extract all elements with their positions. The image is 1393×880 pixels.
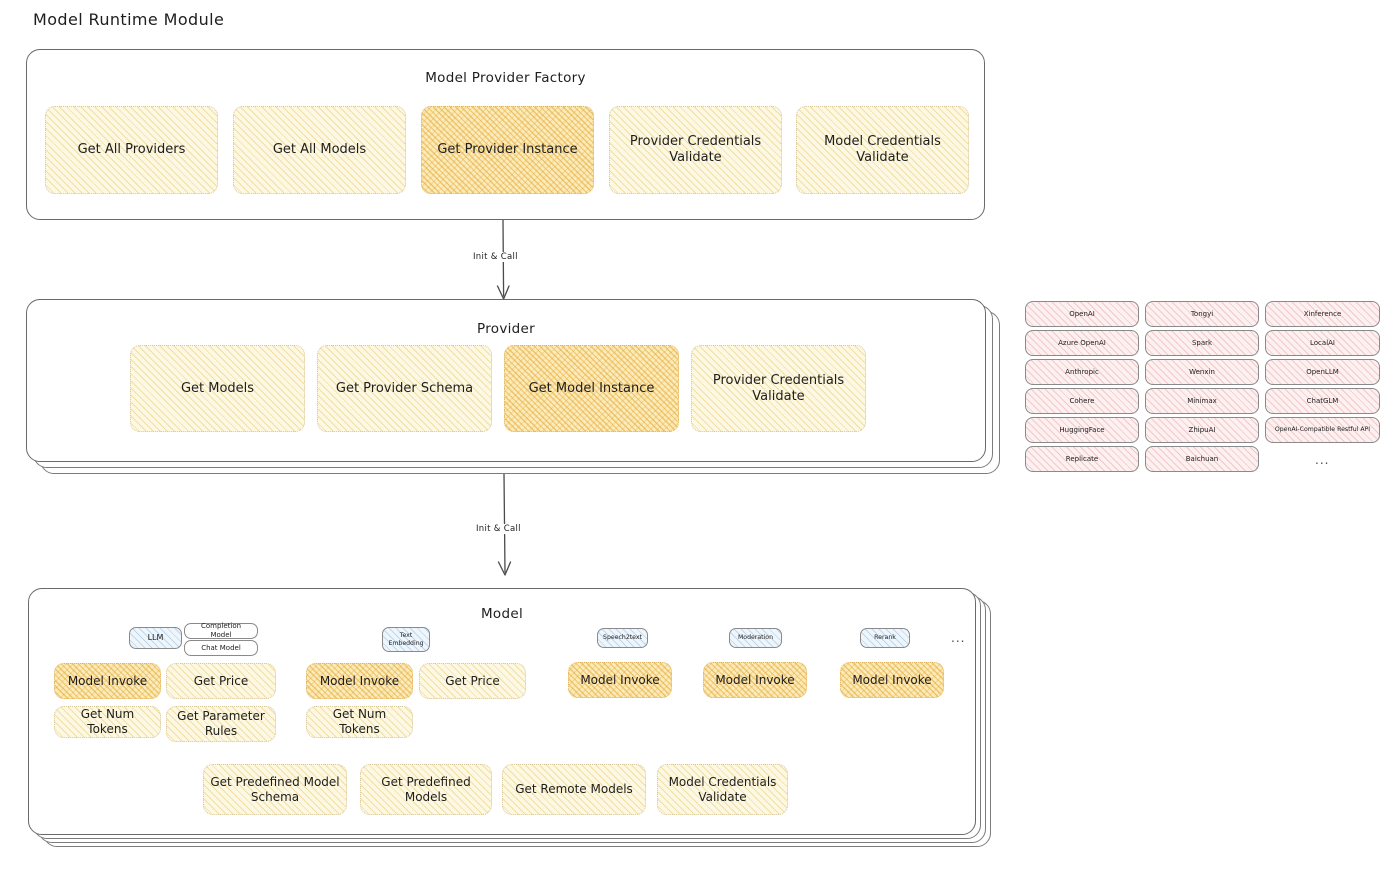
- provider-chip-localai[interactable]: LocalAI: [1265, 330, 1380, 356]
- model-types-more: ...: [951, 631, 966, 645]
- node-text-embedding-model-invoke[interactable]: Model Invoke: [306, 663, 413, 699]
- provider-chip-openai-compatible-restful-api[interactable]: OpenAI-Compatible Restful API: [1265, 417, 1380, 443]
- provider-chip-minimax[interactable]: Minimax: [1145, 388, 1259, 414]
- arrow-label-init-call-2: Init & Call: [473, 524, 524, 534]
- model-badge-moderation[interactable]: Moderation: [729, 628, 782, 648]
- provider-chip-replicate[interactable]: Replicate: [1025, 446, 1139, 472]
- node-llm-get-num-tokens[interactable]: Get Num Tokens: [54, 706, 161, 738]
- provider-chip-huggingface[interactable]: HuggingFace: [1025, 417, 1139, 443]
- node-get-remote-models[interactable]: Get Remote Models: [502, 764, 646, 815]
- node-text-embedding-get-price[interactable]: Get Price: [419, 663, 526, 699]
- arrow-label-init-call-1: Init & Call: [470, 252, 521, 262]
- node-model-credentials-validate[interactable]: Model Credentials Validate: [796, 106, 969, 194]
- model-title: Model: [480, 606, 524, 622]
- provider-chip-anthropic[interactable]: Anthropic: [1025, 359, 1139, 385]
- provider-chip-openllm[interactable]: OpenLLM: [1265, 359, 1380, 385]
- model-sub-badge-chat-model[interactable]: Chat Model: [184, 640, 258, 656]
- node-get-all-providers[interactable]: Get All Providers: [45, 106, 218, 194]
- provider-chip-openai[interactable]: OpenAI: [1025, 301, 1139, 327]
- provider-chip-wenxin[interactable]: Wenxin: [1145, 359, 1259, 385]
- node-provider-credentials-validate-2[interactable]: Provider Credentials Validate: [691, 345, 866, 432]
- node-get-all-models[interactable]: Get All Models: [233, 106, 406, 194]
- node-model-credentials-validate-2[interactable]: Model Credentials Validate: [657, 764, 788, 815]
- provider-chip-tongyi[interactable]: Tongyi: [1145, 301, 1259, 327]
- provider-chip-spark[interactable]: Spark: [1145, 330, 1259, 356]
- provider-chip-azure-openai[interactable]: Azure OpenAI: [1025, 330, 1139, 356]
- node-text-embedding-get-num-tokens[interactable]: Get Num Tokens: [306, 706, 413, 738]
- arrow-factory-to-provider: [496, 220, 510, 300]
- node-moderation-model-invoke[interactable]: Model Invoke: [703, 662, 807, 698]
- provider-chip-zhipuai[interactable]: ZhipuAI: [1145, 417, 1259, 443]
- model-provider-factory-title: Model Provider Factory: [425, 70, 586, 86]
- provider-list: OpenAI Azure OpenAI Anthropic Cohere Hug…: [1025, 301, 1380, 476]
- node-speech2text-model-invoke[interactable]: Model Invoke: [568, 662, 672, 698]
- node-get-model-instance[interactable]: Get Model Instance: [504, 345, 679, 432]
- node-get-provider-schema[interactable]: Get Provider Schema: [317, 345, 492, 432]
- node-llm-get-parameter-rules[interactable]: Get Parameter Rules: [166, 706, 276, 742]
- node-rerank-model-invoke[interactable]: Model Invoke: [840, 662, 944, 698]
- node-provider-credentials-validate[interactable]: Provider Credentials Validate: [609, 106, 782, 194]
- node-get-models[interactable]: Get Models: [130, 345, 305, 432]
- provider-chip-chatglm[interactable]: ChatGLM: [1265, 388, 1380, 414]
- node-llm-model-invoke[interactable]: Model Invoke: [54, 663, 161, 699]
- provider-list-more: ...: [1315, 453, 1330, 467]
- provider-chip-cohere[interactable]: Cohere: [1025, 388, 1139, 414]
- node-get-predefined-model-schema[interactable]: Get Predefined Model Schema: [203, 764, 347, 815]
- node-llm-get-price[interactable]: Get Price: [166, 663, 276, 699]
- model-sub-badge-completion-model[interactable]: Completion Model: [184, 622, 258, 639]
- model-badge-llm[interactable]: LLM: [129, 627, 182, 649]
- node-get-provider-instance[interactable]: Get Provider Instance: [421, 106, 594, 194]
- arrow-provider-to-model: [497, 474, 512, 576]
- model-badge-speech2text[interactable]: Speech2text: [597, 628, 648, 648]
- provider-chip-baichuan[interactable]: Baichuan: [1145, 446, 1259, 472]
- model-badge-rerank[interactable]: Rerank: [860, 628, 910, 648]
- model-badge-text-embedding[interactable]: Text Embedding: [382, 627, 430, 652]
- provider-title: Provider: [477, 321, 535, 337]
- page-title: Model Runtime Module: [33, 10, 225, 29]
- provider-chip-xinference[interactable]: Xinference: [1265, 301, 1380, 327]
- node-get-predefined-models[interactable]: Get Predefined Models: [360, 764, 492, 815]
